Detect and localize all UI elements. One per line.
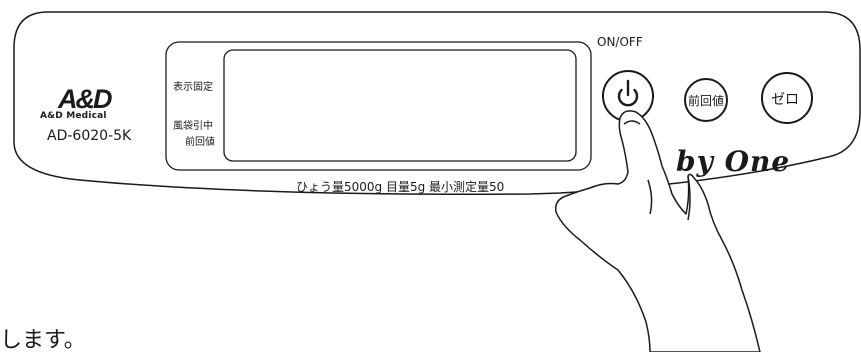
brand-logo: A&D [57,84,112,114]
zero-button[interactable] [761,72,813,124]
brand-name: A&D Medical [40,111,107,121]
display-window [223,49,577,162]
bag-tare-label: 風袋引中 [173,121,213,132]
previous-value-button[interactable] [684,78,728,122]
product-series-name: by One [676,145,791,178]
hand-illustration [554,110,761,352]
display-bezel [165,41,592,171]
zero-button-label: ゼロ [771,92,799,108]
previous-value-button-label: 前回値 [688,94,725,108]
specification-text: ひょう量5000g 目量5g 最小測定量50 [296,180,505,194]
power-icon [617,79,639,107]
power-button-label: ON/OFF [597,35,643,49]
caption-text: します。 [0,328,86,353]
model-number: AD-6020-5K [47,128,132,144]
previous-value-label: 前回値 [185,137,215,148]
display-hold-label: 表示固定 [173,82,213,93]
